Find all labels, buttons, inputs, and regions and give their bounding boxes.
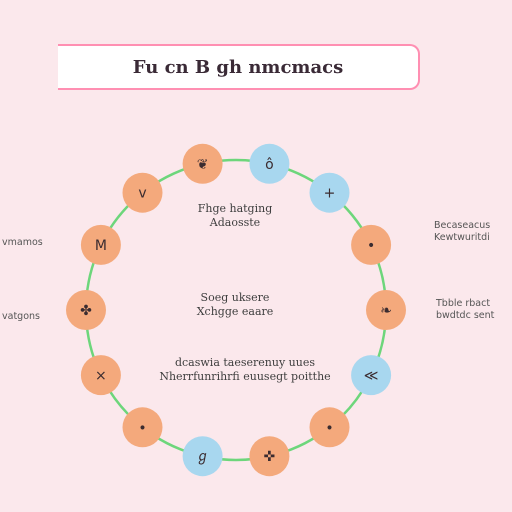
side-right-bottom-line2: bwdtdc sent [436, 310, 495, 321]
cycle-node-circle [80, 224, 121, 265]
center-top-line2: Adaosste [209, 216, 261, 229]
cycle-node-icon: ô [265, 157, 274, 173]
cycle-node-icon: • [367, 238, 375, 254]
center-text-top: Fhge hatging Adaosste [150, 202, 320, 230]
cycle-node: M [80, 224, 121, 265]
side-label-left-top: vmamos [2, 237, 43, 248]
title-banner: Fu cn B gh nmcmacs [58, 44, 420, 90]
cycle-node-circle [309, 172, 350, 213]
diagram-title: Fu cn B gh nmcmacs [132, 56, 344, 78]
center-top-line1: Fhge hatging [197, 202, 273, 215]
cycle-node: v [122, 172, 163, 213]
center-mid-line1: Soeg uksere [200, 291, 270, 304]
center-bottom-line2: Nherrfunrihrfi euusegt poitthe [159, 370, 331, 383]
cycle-node-icon: ✜ [264, 449, 276, 465]
cycle-node: ❦ [182, 143, 223, 184]
cycle-node: ℊ [182, 436, 223, 477]
cycle-node: ❧ [366, 290, 406, 330]
side-right-top-line2: Kewtwuritdi [434, 232, 490, 243]
cycle-node-icon: + [324, 186, 336, 202]
cycle-node-icon: ✤ [80, 303, 92, 319]
cycle-node-circle [351, 224, 392, 265]
side-label-right-bottom: Tbble rbact bwdtdc sent [436, 298, 494, 322]
cycle-node: ≪ [351, 355, 392, 396]
cycle-node-circle [122, 407, 163, 448]
cycle-node: ✤ [66, 290, 106, 330]
cycle-node-circle [80, 355, 121, 396]
side-right-bottom-line1: Tbble rbact [436, 298, 491, 309]
cycle-node-circle [66, 290, 106, 330]
cycle-node: ✜ [249, 436, 290, 477]
cycle-node-circle [309, 407, 350, 448]
cycle-node-circle [249, 436, 290, 477]
cycle-node-circle [249, 143, 290, 184]
side-label-left-bottom: vatgons [2, 311, 40, 322]
cycle-node: + [309, 172, 350, 213]
cycle-node-circle [122, 172, 163, 213]
side-right-top-line1: Becaseacus [434, 220, 491, 231]
cycle-node-icon: • [325, 420, 333, 436]
cycle-node-icon: M [95, 238, 107, 254]
cycle-node-icon: ❦ [197, 157, 209, 173]
cycle-node-circle [351, 355, 392, 396]
cycle-node: ô [249, 143, 290, 184]
cycle-node-circle [182, 436, 223, 477]
side-label-right-top: Becaseacus Kewtwuritdi [434, 220, 490, 244]
cycle-node-icon: ❧ [380, 303, 392, 319]
cycle-node: • [309, 407, 350, 448]
cycle-node-icon: ℊ [196, 449, 210, 466]
cycle-node: • [122, 407, 163, 448]
cycle-node: × [80, 355, 121, 396]
cycle-node-icon: v [138, 186, 146, 202]
cycle-node-icon: × [95, 368, 107, 384]
cycle-node-icon: ≪ [364, 368, 379, 384]
cycle-nodes: ❦ ô + • ❧ ≪ • ✜ ℊ • × ✤ Mv [66, 143, 406, 477]
cycle-node-icon: • [138, 420, 146, 436]
cycle-node-circle [366, 290, 406, 330]
center-text-bottom: dcaswia taeserenuy uues Nherrfunrihrfi e… [120, 356, 370, 384]
cycle-node: • [351, 224, 392, 265]
center-bottom-line1: dcaswia taeserenuy uues [174, 356, 315, 369]
center-text-middle: Soeg uksere Xchgge eaare [150, 291, 320, 319]
center-mid-line2: Xchgge eaare [196, 305, 274, 318]
cycle-node-circle [182, 143, 223, 184]
